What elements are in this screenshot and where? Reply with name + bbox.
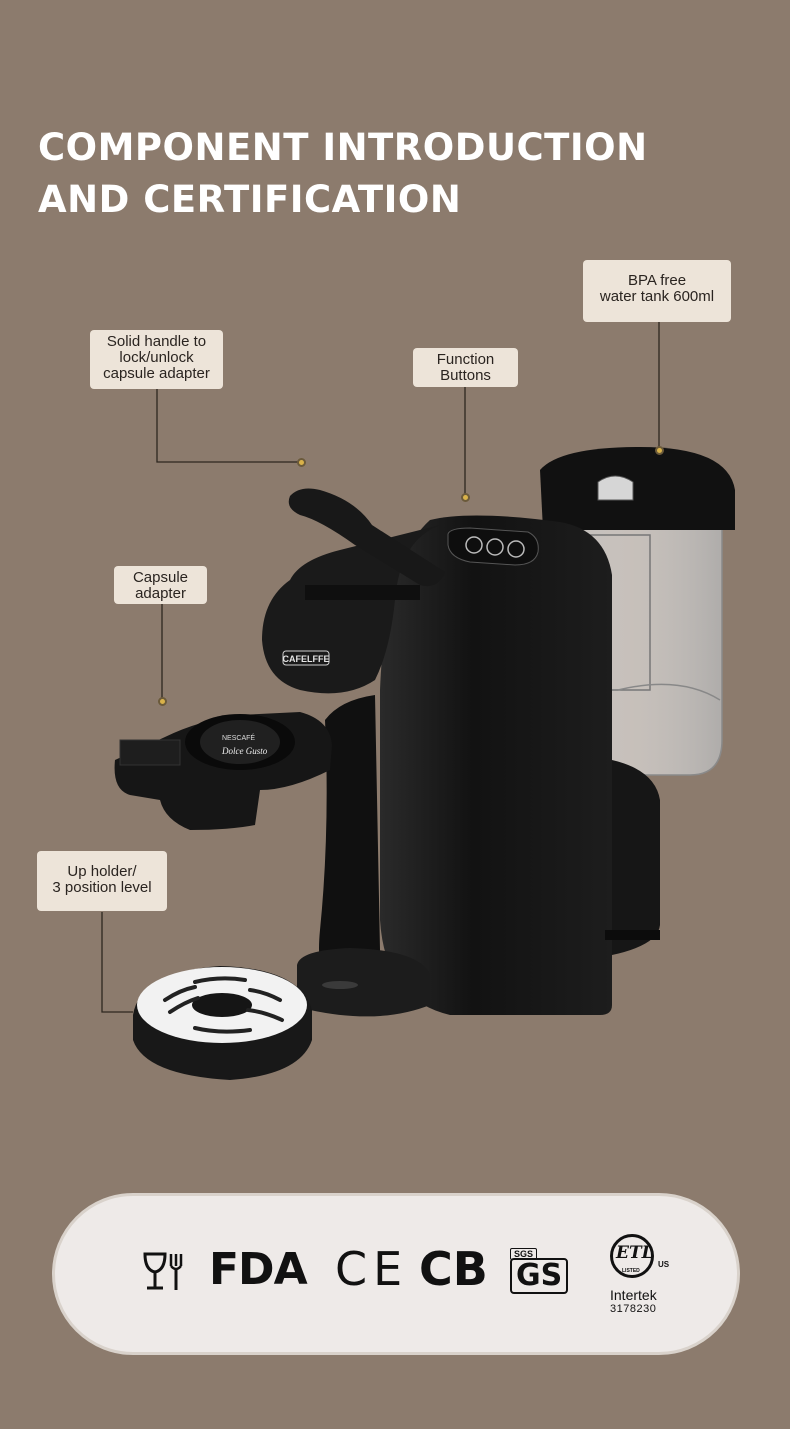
holder-label: Up holder/ 3 position level: [37, 851, 167, 911]
adapter-label-line2: adapter: [135, 585, 186, 602]
buttons-label-line2: Buttons: [440, 367, 491, 384]
tank-label: BPA free water tank 600ml: [583, 260, 731, 322]
tank-label-line2: water tank 600ml: [599, 288, 715, 305]
machine-body: [262, 488, 660, 1017]
buttons-label-line1: Function: [436, 351, 495, 368]
etl-logo: ETL LISTED US: [610, 1234, 680, 1286]
etl-text: ETL: [616, 1243, 654, 1263]
capsule-adapter: [114, 712, 332, 830]
holder-label-line2: 3 position level: [52, 879, 152, 896]
intertek-text: Intertek: [610, 1287, 657, 1303]
handle-marker-dot: [297, 458, 306, 467]
brand-logo-text: CAFELFFE: [283, 654, 330, 664]
adapter-label-line1: Capsule: [132, 569, 189, 586]
adapter-marker-dot: [158, 697, 167, 706]
drip-tray: [133, 966, 312, 1080]
buttons-marker-dot: [461, 493, 470, 502]
leader-lines: [101, 322, 660, 1013]
etl-us-text: US: [658, 1260, 670, 1269]
capsule-brand-top: NESCAFÉ: [222, 733, 255, 742]
handle-label-line2: lock/unlock: [119, 349, 194, 366]
etl-listed-text: LISTED: [622, 1268, 640, 1274]
capsule-brand-main: Dolce Gusto: [221, 746, 268, 756]
cb-logo: CB: [419, 1242, 488, 1296]
certification-bar: FDA CE CB SGS GS ETL LISTED US Intertek …: [52, 1193, 740, 1355]
handle-label-line3: capsule adapter: [103, 365, 210, 382]
ce-logo: CE: [335, 1242, 409, 1296]
page-title-line2: AND CERTIFICATION: [38, 178, 462, 221]
fda-logo: FDA: [209, 1244, 308, 1295]
page-title: COMPONENT INTRODUCTION AND CERTIFICATION: [38, 122, 648, 226]
holder-label-line1: Up holder/: [67, 863, 137, 880]
handle-label-line1: Solid handle to: [106, 333, 207, 350]
buttons-label: Function Buttons: [413, 348, 518, 387]
sgs-gs-logo: SGS GS: [502, 1248, 569, 1294]
food-safe-glass-fork-icon: [143, 1252, 183, 1290]
tank-marker-dot: [655, 446, 664, 455]
handle-label: Solid handle to lock/unlock capsule adap…: [90, 330, 223, 389]
tank-label-line1: BPA free: [627, 272, 687, 289]
intertek-number: 3178230: [610, 1303, 657, 1315]
adapter-label: Capsule adapter: [114, 566, 207, 604]
etl-circle: [610, 1234, 654, 1278]
gs-text: GS: [510, 1258, 569, 1294]
page-title-line1: COMPONENT INTRODUCTION: [38, 126, 648, 169]
